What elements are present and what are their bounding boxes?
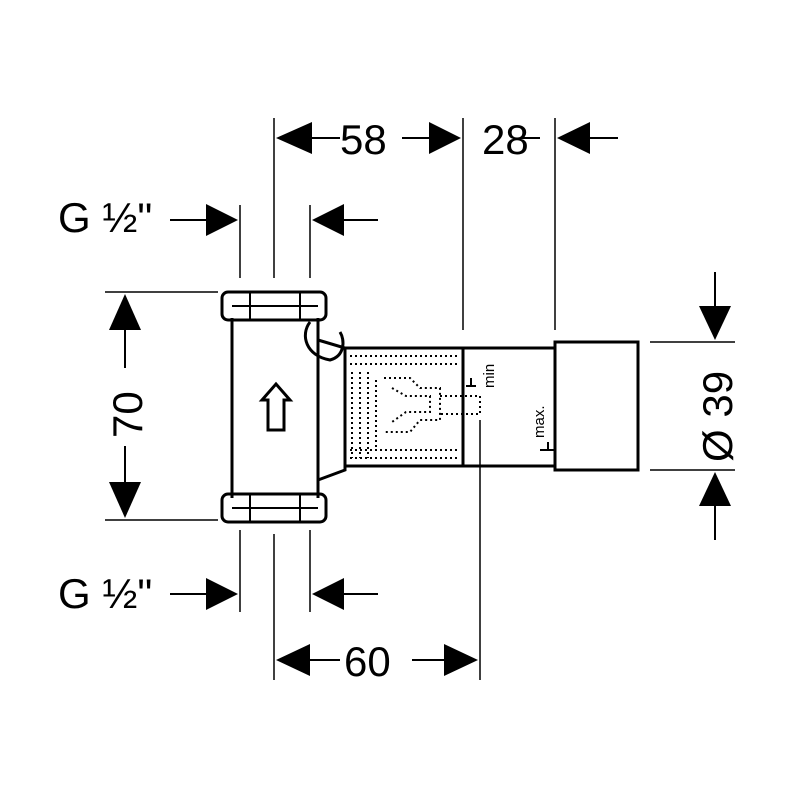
- dimension-top: 58 28: [276, 116, 618, 163]
- arrow-icon: [699, 472, 731, 506]
- dimension-60: 60: [344, 638, 391, 685]
- dimension-diameter: Ø 39: [694, 272, 741, 540]
- arrow-icon: [109, 482, 141, 518]
- cartridge-mechanism: [350, 355, 481, 459]
- arrow-icon: [312, 578, 344, 610]
- arrow-icon: [276, 122, 312, 154]
- arrow-icon: [206, 204, 238, 236]
- arrow-icon: [699, 306, 731, 340]
- arrow-icon: [276, 644, 310, 676]
- cartridge-housing: min max.: [343, 340, 640, 472]
- thread-bottom: G ½": [58, 570, 378, 617]
- arrow-icon: [429, 122, 461, 154]
- arrow-icon: [312, 204, 344, 236]
- thread-top: G ½": [58, 194, 378, 241]
- dimension-58: 58: [340, 116, 387, 163]
- top-fitting-nut: [220, 290, 328, 322]
- arrow-icon: [557, 122, 590, 154]
- extension-lines: [105, 118, 735, 680]
- dimension-70: 70: [104, 391, 151, 438]
- arrow-icon: [109, 294, 141, 330]
- thread-label-top: G ½": [58, 194, 152, 241]
- dimension-28: 28: [482, 116, 529, 163]
- dimension-height: 70: [104, 294, 151, 518]
- arrow-icon: [444, 644, 478, 676]
- dimension-diameter-39: Ø 39: [694, 371, 741, 462]
- bottom-fitting-nut: [220, 492, 328, 524]
- valve-body: [220, 290, 347, 524]
- flow-arrow-icon: [258, 381, 294, 432]
- max-label: max.: [531, 405, 548, 438]
- arrow-icon: [206, 578, 238, 610]
- min-label: min: [481, 364, 498, 388]
- thread-label-bottom: G ½": [58, 570, 152, 617]
- dimension-bottom: 60: [276, 638, 478, 685]
